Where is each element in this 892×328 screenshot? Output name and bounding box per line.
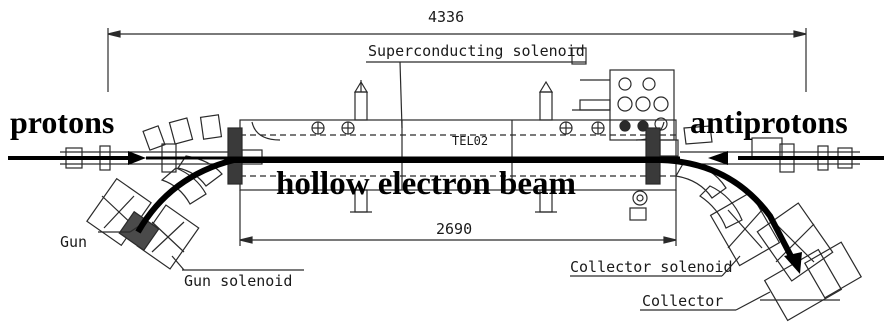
protons-label: protons xyxy=(10,104,114,140)
overall-dimension-label: 4336 xyxy=(428,8,464,26)
gun-label: Gun xyxy=(60,233,87,251)
hollow-electron-beam-label: hollow electron beam xyxy=(276,166,576,202)
bottom-gauge xyxy=(629,190,648,221)
gun-solenoid-label: Gun solenoid xyxy=(184,272,292,290)
proton-arrow-icon xyxy=(128,151,146,165)
support-right xyxy=(535,80,557,213)
solenoid-ports xyxy=(311,121,605,135)
tel-id-label: TEL02 xyxy=(452,134,488,148)
electronics-box xyxy=(571,47,675,141)
solenoid-dimension-label: 2690 xyxy=(436,220,472,238)
solenoid-dimension xyxy=(239,190,677,246)
leader-lines xyxy=(98,223,771,311)
beam-pipe xyxy=(60,137,860,173)
antiprotons-label: antiprotons xyxy=(690,104,848,140)
collector-solenoid-label: Collector solenoid xyxy=(570,258,733,276)
antiproton-arrow-icon xyxy=(708,151,728,165)
electron-beam-path xyxy=(135,157,797,264)
superconducting-solenoid-label: Superconducting solenoid xyxy=(368,42,585,60)
support-left xyxy=(350,80,372,213)
collector-assembly xyxy=(709,191,863,322)
beams xyxy=(8,151,884,274)
electron-arrow-icon xyxy=(784,252,802,274)
collector-label: Collector xyxy=(642,292,723,310)
overall-dimension xyxy=(107,28,807,92)
